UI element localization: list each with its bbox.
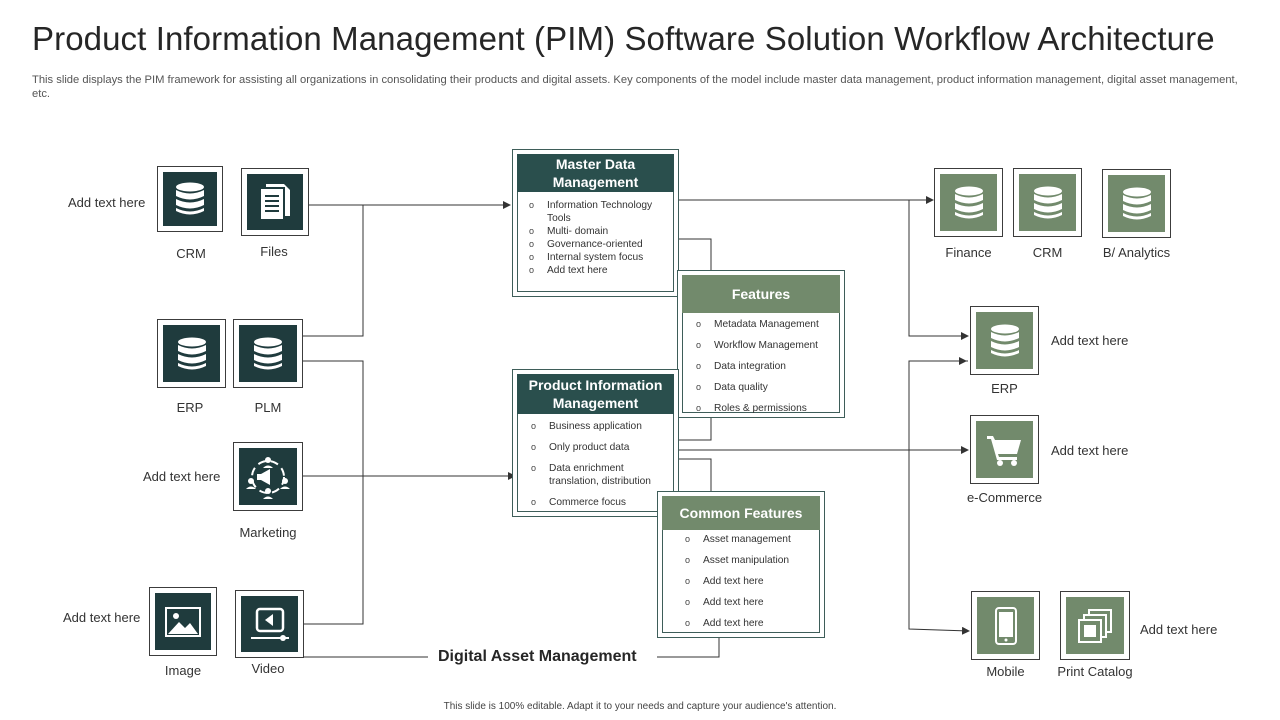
list-item: Add text here: [683, 592, 821, 613]
mobile-tile: [971, 591, 1040, 660]
plm-tile: [233, 319, 303, 388]
analytics-tile: [1102, 169, 1171, 238]
stacked-pages-icon: [1077, 608, 1113, 644]
pim-list: Business application Only product data D…: [529, 420, 674, 509]
mdm-title: Master Data Management: [517, 154, 674, 192]
product-information-management-box: Product Information Management Business …: [512, 369, 679, 517]
database-icon: [177, 337, 207, 371]
megaphone-team-icon: [246, 455, 290, 499]
footer-note: This slide is 100% editable. Adapt it to…: [443, 701, 837, 712]
list-item: Asset management: [683, 529, 821, 550]
image-label: Image: [164, 663, 202, 678]
list-item: Data integration: [694, 356, 842, 377]
list-item: Data enrichment translation, distributio…: [529, 462, 674, 488]
image-tile: [149, 587, 217, 656]
finance-label: Finance: [945, 245, 992, 260]
features-title: Features: [682, 275, 840, 313]
ecommerce-label: e-Commerce: [966, 490, 1043, 505]
shopping-cart-icon: [986, 434, 1023, 466]
crm-label-right: CRM: [1032, 245, 1063, 260]
common-features-box: Common Features Asset management Asset m…: [657, 491, 825, 638]
add-text-ecommerce: Add text here: [1051, 443, 1129, 458]
common-features-title: Common Features: [662, 496, 820, 530]
list-item: Roles & permissions: [694, 398, 842, 419]
features-box: Features Metadata Management Workflow Ma…: [677, 270, 845, 419]
mobile-label: Mobile: [986, 664, 1025, 679]
list-item: Data quality: [694, 377, 842, 398]
list-item: Commerce focus: [529, 496, 674, 509]
analytics-label: B/ Analytics: [1102, 245, 1171, 260]
add-text-image-video: Add text here: [63, 610, 141, 625]
add-text-marketing: Add text here: [143, 469, 221, 484]
ecommerce-tile: [970, 415, 1039, 484]
video-label: Video: [251, 661, 285, 676]
plm-label: PLM: [254, 400, 282, 415]
master-data-management-box: Master Data Management Information Techn…: [512, 149, 679, 297]
database-icon: [1033, 186, 1063, 220]
list-item: Business application: [529, 420, 674, 433]
erp-label-right: ERP: [991, 381, 1018, 396]
common-features-list: Asset management Asset manipulation Add …: [683, 529, 821, 634]
document-icon: [260, 184, 290, 220]
list-item: Add text here: [683, 571, 821, 592]
list-item: Multi- domain: [527, 225, 672, 238]
page-title: Product Information Management (PIM) Sof…: [32, 20, 1215, 57]
database-icon: [1122, 187, 1152, 221]
database-icon: [175, 182, 205, 216]
list-item: Workflow Management: [694, 335, 842, 356]
list-item: Add text here: [527, 264, 672, 277]
video-player-icon: [250, 606, 289, 642]
add-text-erp: Add text here: [1051, 333, 1129, 348]
list-item: Information Technology Tools: [527, 199, 672, 225]
database-icon: [253, 337, 283, 371]
list-item: Asset manipulation: [683, 550, 821, 571]
list-item: Only product data: [529, 441, 674, 454]
list-item: Internal system focus: [527, 251, 672, 264]
list-item: Metadata Management: [694, 314, 842, 335]
finance-tile: [934, 168, 1003, 237]
features-list: Metadata Management Workflow Management …: [694, 314, 842, 419]
video-tile: [235, 590, 304, 658]
list-item: Governance-oriented: [527, 238, 672, 251]
pim-title: Product Information Management: [517, 374, 674, 414]
crm-tile: [157, 166, 223, 232]
crm-label: CRM: [176, 246, 206, 261]
erp-tile-left: [157, 319, 226, 388]
print-catalog-label: Print Catalog: [1057, 664, 1133, 679]
files-tile: [241, 168, 309, 236]
erp-tile-right: [970, 306, 1039, 375]
page-subtitle: This slide displays the PIM framework fo…: [32, 74, 1238, 100]
add-text-crm-files: Add text here: [68, 195, 146, 210]
add-text-print: Add text here: [1140, 622, 1218, 637]
smartphone-icon: [994, 606, 1017, 645]
files-label: Files: [260, 244, 288, 259]
digital-asset-management-label: Digital Asset Management: [438, 648, 637, 665]
database-icon: [954, 186, 984, 220]
list-item: Add text here: [683, 613, 821, 634]
marketing-tile: [233, 442, 303, 511]
mdm-list: Information Technology Tools Multi- doma…: [527, 199, 672, 277]
crm-tile-right: [1013, 168, 1082, 237]
picture-icon: [165, 606, 201, 637]
marketing-label: Marketing: [239, 525, 297, 540]
database-icon: [990, 324, 1020, 358]
print-catalog-tile: [1060, 591, 1130, 660]
erp-label-left: ERP: [176, 400, 204, 415]
